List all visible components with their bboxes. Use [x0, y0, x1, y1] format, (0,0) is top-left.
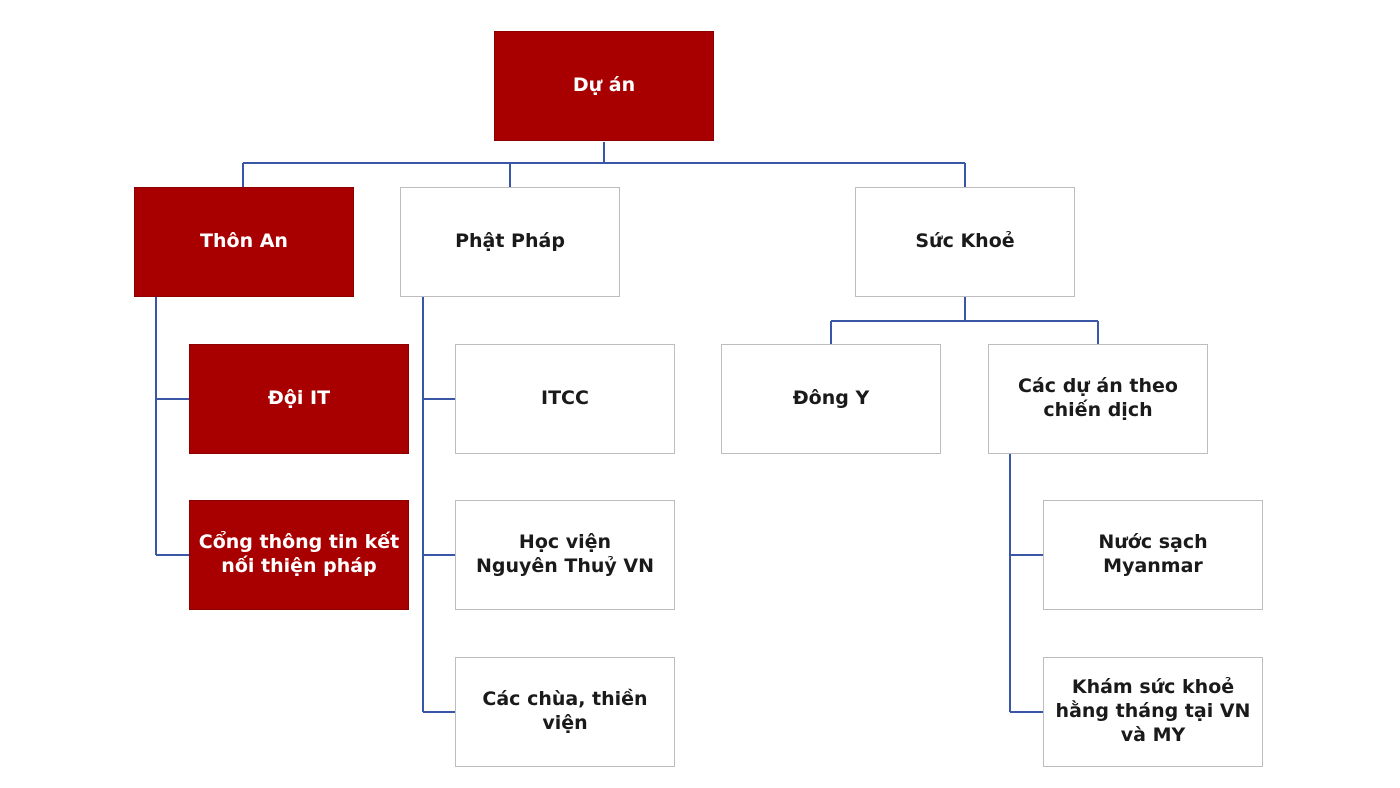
- node-hoc-vien: Học viện Nguyên Thuỷ VN: [455, 500, 675, 610]
- node-phat-phap: Phật Pháp: [400, 187, 620, 297]
- node-label: Thôn An: [200, 230, 288, 253]
- node-label: Sức Khoẻ: [915, 230, 1015, 253]
- node-label: Đội IT: [267, 387, 331, 410]
- node-cong-thong-tin: Cổng thông tin kết nối thiện pháp: [189, 500, 409, 610]
- node-label: Học viện Nguyên Thuỷ VN: [475, 531, 655, 577]
- node-label: Phật Pháp: [455, 230, 565, 253]
- node-label: Đông Y: [792, 387, 870, 410]
- node-nuoc-sach: Nước sạch Myanmar: [1043, 500, 1263, 610]
- node-label: Cổng thông tin kết nối thiện pháp: [198, 531, 400, 577]
- node-dong-y: Đông Y: [721, 344, 941, 454]
- node-label: Khám sức khoẻ hằng tháng tại VN và MY: [1055, 676, 1251, 746]
- node-thon-an: Thôn An: [134, 187, 354, 297]
- node-label: Dự án: [572, 74, 636, 97]
- node-cac-du-an: Các dự án theo chiến dịch: [988, 344, 1208, 454]
- node-label: Nước sạch Myanmar: [1098, 531, 1208, 577]
- node-du-an: Dự án: [494, 31, 714, 141]
- node-label: Các chùa, thiền viện: [482, 688, 648, 734]
- node-label: ITCC: [541, 387, 589, 410]
- node-cac-chua: Các chùa, thiền viện: [455, 657, 675, 767]
- node-itcc: ITCC: [455, 344, 675, 454]
- node-kham-suc-khoe: Khám sức khoẻ hằng tháng tại VN và MY: [1043, 657, 1263, 767]
- node-doi-it: Đội IT: [189, 344, 409, 454]
- node-label: Các dự án theo chiến dịch: [1018, 375, 1178, 421]
- node-suc-khoe: Sức Khoẻ: [855, 187, 1075, 297]
